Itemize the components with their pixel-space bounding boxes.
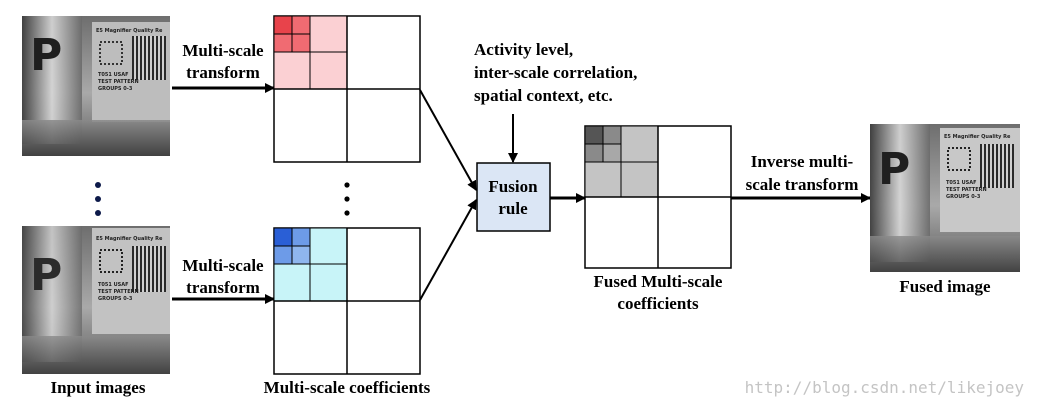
label-multiscale-coefficients: Multi-scale coefficients (264, 378, 431, 397)
fusion-rule-box: Fusion rule (476, 162, 551, 232)
fused-image: P E5 Magnifier Quality Re T051 USAF TEST… (870, 124, 1020, 272)
input-image-top: P E5 Magnifier Quality Re T051 USAF TEST… (22, 16, 170, 156)
photo-text-line2: TEST PATTERN (946, 187, 987, 193)
photo-text-line3: GROUPS 0-3 (98, 86, 133, 92)
label-fused-coeff-2: coefficients (617, 294, 699, 313)
photo-text-line3: GROUPS 0-3 (946, 194, 981, 200)
label-input-images: Input images (51, 378, 146, 397)
label-inverse-2: scale transform (746, 175, 859, 194)
label-activity-2: inter-scale correlation, (474, 63, 637, 82)
svg-text:P: P (30, 30, 62, 81)
fused-coefficients (584, 125, 732, 269)
arrow-bottom-to-fusion (419, 199, 477, 301)
label-fused-image: Fused image (899, 277, 991, 296)
label-fusion-rule-1: Fusion (488, 177, 538, 196)
ellipsis-left (95, 182, 101, 216)
photo-text-line3: GROUPS 0-3 (98, 296, 133, 302)
label-transform-bottom-2: transform (186, 278, 260, 297)
coefficients-bottom (273, 227, 421, 375)
label-inverse-1: Inverse multi- (751, 152, 854, 171)
ellipsis-middle (344, 182, 350, 216)
label-transform-top-2: transform (186, 63, 260, 82)
input-image-bottom: P E5 Magnifier Quality Re T051 USAF TEST… (22, 226, 170, 374)
photo-text-header: E5 Magnifier Quality Re (96, 236, 163, 242)
photo-text-line1: T051 USAF (946, 180, 977, 186)
arrow-top-to-fusion (419, 89, 477, 191)
label-fusion-rule-2: rule (498, 199, 528, 218)
svg-text:P: P (878, 144, 910, 195)
label-activity-1: Activity level, (474, 40, 573, 59)
svg-text:P: P (30, 250, 62, 301)
label-transform-top-1: Multi-scale (182, 41, 264, 60)
coefficients-top (273, 15, 421, 163)
photo-text-line1: T051 USAF (98, 282, 129, 288)
watermark: http://blog.csdn.net/likejoey (745, 378, 1025, 397)
label-transform-bottom-1: Multi-scale (182, 256, 264, 275)
photo-text-header: E5 Magnifier Quality Re (96, 28, 163, 34)
photo-text-line2: TEST PATTERN (98, 79, 139, 85)
photo-text-line2: TEST PATTERN (98, 289, 139, 295)
photo-text-line1: T051 USAF (98, 72, 129, 78)
photo-text-header: E5 Magnifier Quality Re (944, 134, 1011, 140)
label-activity-3: spatial context, etc. (474, 86, 613, 105)
label-fused-coeff-1: Fused Multi-scale (594, 272, 723, 291)
